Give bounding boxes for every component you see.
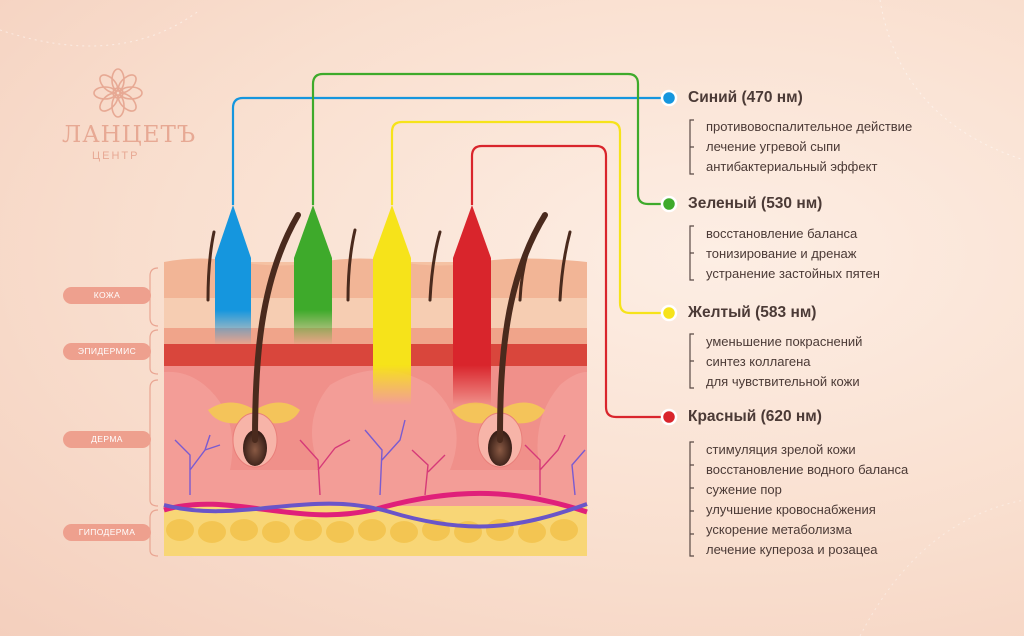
group-title-blue: Синий (470 нм): [688, 89, 803, 106]
list-item: восстановление баланса: [706, 226, 858, 241]
light-probes: [215, 205, 491, 405]
logo-flower-icon: [93, 68, 143, 118]
layer-label-hypodermis: ГИПОДЕРМА: [63, 524, 151, 541]
list-item: сужение пор: [706, 482, 782, 497]
list-item: ускорение метаболизма: [706, 522, 852, 537]
list-item: тонизирование и дренаж: [706, 246, 857, 261]
list-item: стимуляция зрелой кожи: [706, 442, 856, 457]
logo-name: ЛАНЦЕТЪ: [62, 122, 197, 148]
list-item: устранение застойных пятен: [706, 266, 880, 281]
yellow-dot-icon: [660, 304, 678, 322]
list-item: улучшение кровоснабжения: [706, 502, 876, 517]
group-title-yellow: Желтый (583 нм): [688, 304, 817, 321]
list-item: восстановление водного баланса: [706, 462, 909, 477]
blue-dot-icon: [660, 89, 678, 107]
layer-label-dermis: ДЕРМА: [63, 431, 151, 448]
group-title-red: Красный (620 нм): [688, 408, 822, 425]
list-item: лечение купероза и розацеа: [706, 542, 878, 557]
list-item: антибактериальный эффект: [706, 159, 878, 174]
list-item: синтез коллагена: [706, 354, 811, 369]
list-item: лечение угревой сыпи: [706, 139, 841, 154]
layer-label-epidermis: ЭПИДЕРМИС: [63, 343, 151, 360]
green-dot-icon: [660, 195, 678, 213]
list-item: противовоспалительное действие: [706, 119, 913, 134]
list-item: для чувствительной кожи: [706, 374, 860, 389]
connector-lines: [231, 72, 668, 419]
layer-label-skin: КОЖА: [63, 287, 151, 304]
group-title-green: Зеленый (530 нм): [688, 195, 823, 212]
list-item: уменьшение покраснений: [706, 334, 863, 349]
logo-subtitle: ЦЕНТР: [92, 150, 140, 162]
red-dot-icon: [660, 408, 678, 426]
